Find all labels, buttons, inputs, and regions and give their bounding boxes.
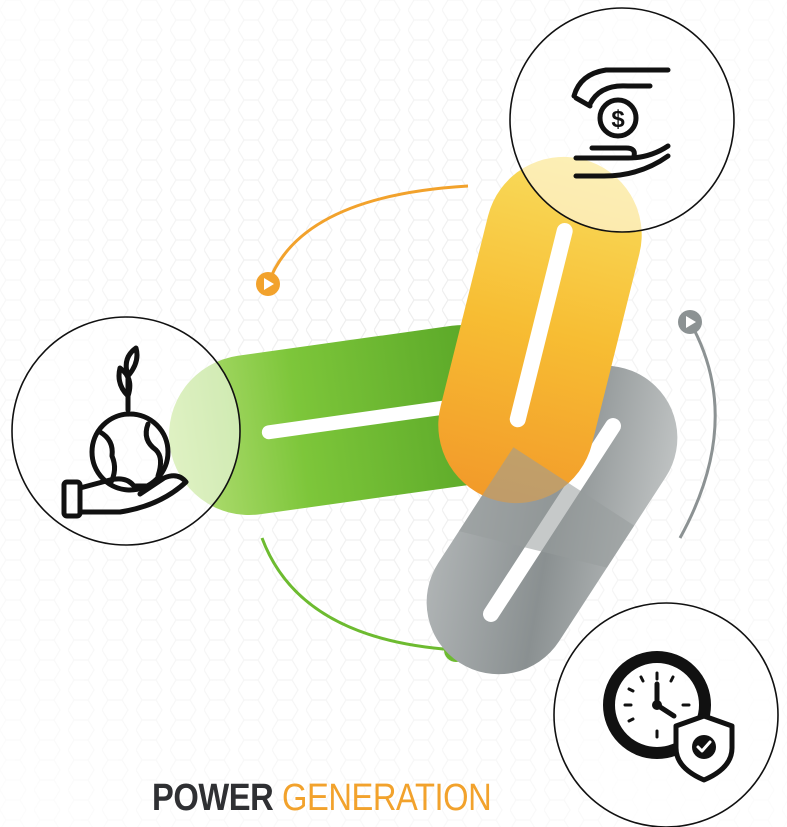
gray-arc [678,321,717,539]
title-word-power: POWER [152,777,274,819]
clock-with-shield-circle [553,602,779,827]
money-in-hands-circle: $ [509,7,735,233]
clock-with-shield-icon [603,651,735,783]
money-in-hands-icon [571,67,671,179]
title-word-generation: GENERATION [281,777,492,819]
earth-in-hand-circle [11,316,241,546]
orange-link [438,156,642,504]
earth-in-hand-with-sprout-icon [61,345,189,519]
svg-text:$: $ [611,106,625,133]
orange-arc [266,184,469,285]
green-arc [260,537,457,652]
page-title: POWER GENERATION [152,776,492,820]
